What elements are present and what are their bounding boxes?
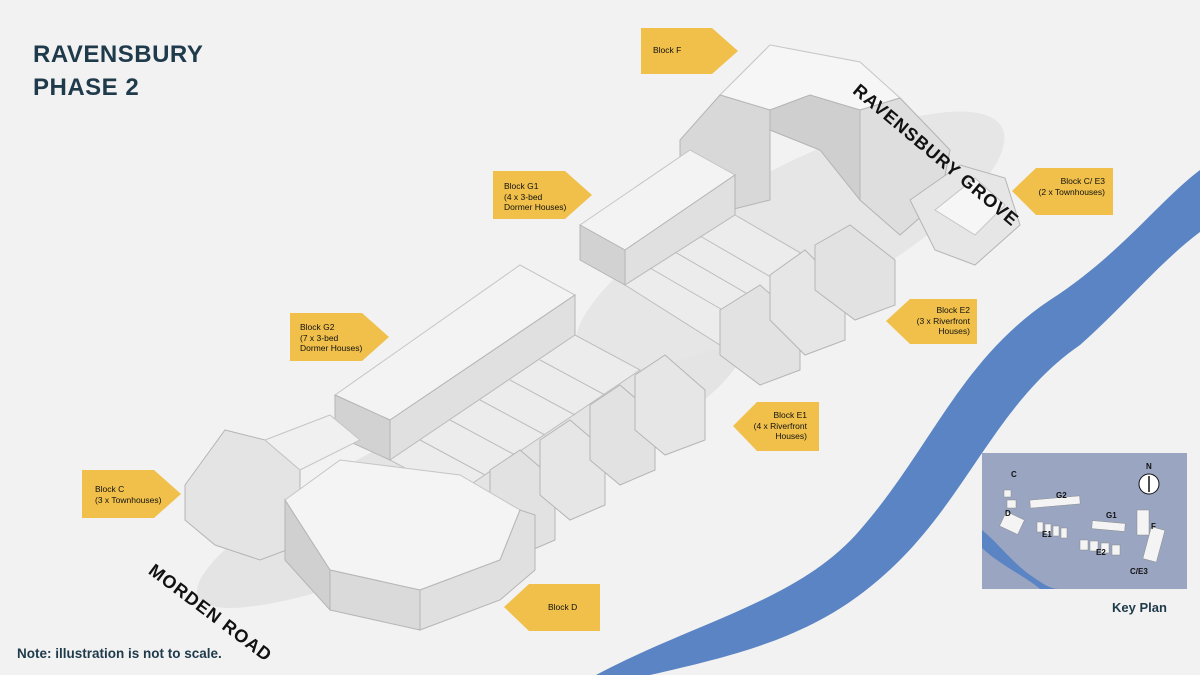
label-line: Houses) bbox=[775, 431, 807, 441]
north-arrow-icon bbox=[1138, 473, 1160, 495]
label-line: Block F bbox=[653, 45, 682, 55]
label-line: Block G2 bbox=[300, 322, 335, 332]
label-line: (4 x 3-bed bbox=[504, 191, 543, 202]
label-block-f: Block F bbox=[653, 45, 681, 56]
label-tag-block-f bbox=[641, 28, 738, 74]
key-plan-letter-d: D bbox=[1005, 509, 1011, 518]
label-line: Dormer Houses) bbox=[504, 202, 567, 212]
label-tag-block-ce3 bbox=[1012, 168, 1113, 215]
label-tag-block-e1 bbox=[733, 402, 819, 451]
block-d-building bbox=[284, 459, 536, 631]
block-e2-building bbox=[719, 224, 896, 386]
north-label: N bbox=[1146, 462, 1152, 471]
label-tag-block-g1 bbox=[493, 171, 592, 219]
label-line: Houses) bbox=[938, 326, 970, 336]
label-block-e1: Block E1 (4 x Riverfront Houses) bbox=[744, 410, 807, 442]
page-title: RAVENSBURY PHASE 2 bbox=[33, 38, 203, 104]
key-plan-letter-e1: E1 bbox=[1042, 530, 1052, 539]
key-plan-letter-g2: G2 bbox=[1056, 491, 1067, 500]
label-tag-block-d bbox=[504, 584, 600, 631]
block-e1-building bbox=[489, 354, 706, 556]
label-line: Block G1 bbox=[504, 181, 539, 191]
block-ce3-building bbox=[909, 164, 1021, 266]
label-block-ce3: Block C/ E3 (2 x Townhouses) bbox=[1037, 176, 1105, 197]
label-block-g1: Block G1 (4 x 3-bed Dormer Houses) bbox=[504, 181, 566, 213]
label-tag-block-g2 bbox=[290, 313, 389, 361]
label-tag-block-c bbox=[82, 470, 181, 518]
label-line: (4 x Riverfront bbox=[753, 420, 807, 431]
label-line: (2 x Townhouses) bbox=[1038, 186, 1105, 197]
label-block-g2: Block G2 (7 x 3-bed Dormer Houses) bbox=[300, 322, 362, 354]
key-plan-letter-c: C bbox=[1011, 470, 1017, 479]
label-block-d: Block D bbox=[548, 602, 577, 613]
key-plan-title: Key Plan bbox=[1112, 600, 1167, 615]
block-g2-gardens bbox=[389, 334, 641, 496]
scale-note: Note: illustration is not to scale. bbox=[17, 646, 222, 661]
key-plan-letter-g1: G1 bbox=[1106, 511, 1117, 520]
block-g2-building bbox=[333, 264, 576, 461]
label-block-c: Block C (3 x Townhouses) bbox=[95, 484, 161, 505]
label-block-e2: Block E2 (3 x Riverfront Houses) bbox=[905, 305, 970, 337]
label-line: Block E2 bbox=[936, 305, 970, 315]
label-line: Block E1 bbox=[773, 410, 807, 420]
title-line-1: RAVENSBURY bbox=[33, 41, 204, 68]
key-plan-letter-e2: E2 bbox=[1096, 548, 1106, 557]
label-line: Block D bbox=[548, 602, 578, 612]
label-line: (3 x Townhouses) bbox=[95, 494, 162, 505]
title-line-2: PHASE 2 bbox=[33, 74, 140, 101]
label-tag-block-e2 bbox=[886, 299, 977, 344]
label-line: (3 x Riverfront bbox=[916, 315, 970, 326]
label-line: Dormer Houses) bbox=[300, 343, 363, 353]
label-line: Block C bbox=[95, 484, 125, 494]
key-plan-letter-ce3: C/E3 bbox=[1130, 567, 1148, 576]
block-g1-building bbox=[579, 149, 736, 286]
key-plan-letter-f: F bbox=[1151, 522, 1156, 531]
label-line: (7 x 3-bed bbox=[300, 332, 339, 343]
label-line: Block C/ E3 bbox=[1060, 176, 1105, 186]
